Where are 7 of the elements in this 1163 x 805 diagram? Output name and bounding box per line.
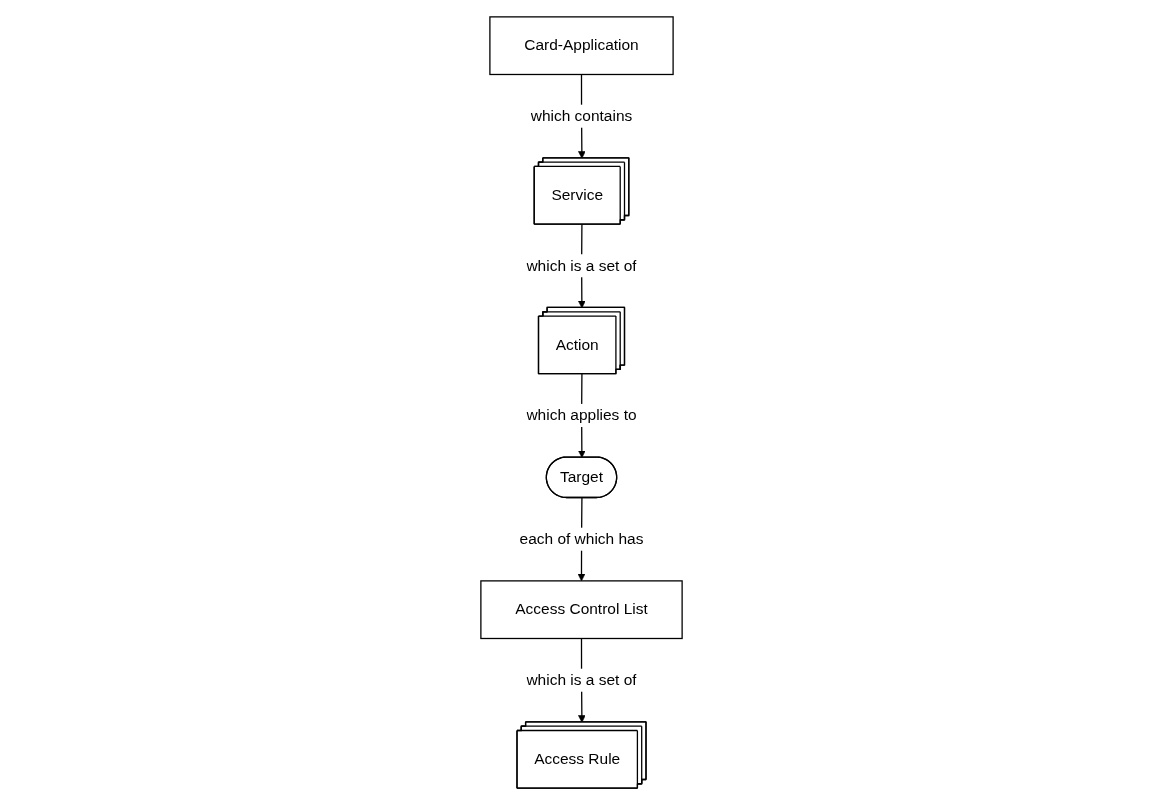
edge-label: which contains [530, 107, 633, 125]
node-box: Access Control List [480, 580, 683, 640]
edge-label: which is a set of [526, 671, 637, 689]
node-box: Card-Application [489, 16, 674, 76]
edge-label: each of which has [519, 530, 644, 548]
edge-label: which applies to [526, 406, 637, 424]
edge-label: which is a set of [526, 256, 637, 274]
